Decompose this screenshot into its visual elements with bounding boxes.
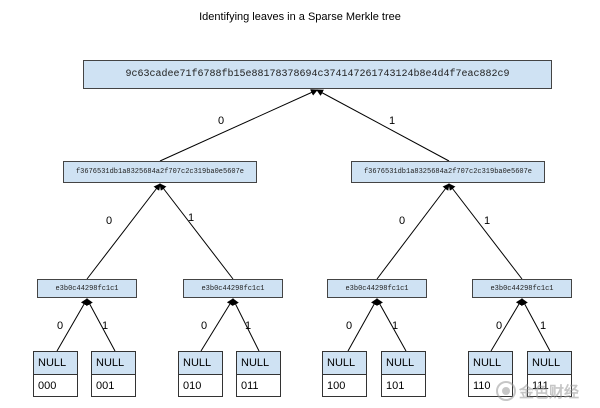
edge-label-root-right: 1 [389, 115, 396, 127]
edge-label-level1-0-left: 0 [106, 215, 113, 227]
leaf-value: NULL [92, 352, 135, 375]
leaf-010: NULL 010 [178, 351, 223, 397]
edge-level2-3-to-level1-1 [448, 183, 523, 280]
leaf-000: NULL 000 [33, 351, 78, 397]
leaf-path: 100 [323, 375, 366, 396]
leaf-path: 010 [179, 375, 222, 396]
diagram-title: Identifying leaves in a Sparse Merkle tr… [199, 11, 401, 23]
leaf-path: 000 [34, 375, 77, 396]
leaf-110: NULL 110 [468, 351, 513, 397]
leaf-001: NULL 001 [91, 351, 136, 397]
leaf-100: NULL 100 [322, 351, 367, 397]
edge-label-root-left: 0 [218, 115, 225, 127]
edge-label-level2-0-right: 1 [102, 320, 109, 332]
edge-label-level2-0-left: 0 [57, 320, 64, 332]
edge-label-level2-2-left: 0 [346, 320, 353, 332]
watermark: 金色财经 [496, 374, 600, 408]
leaf-value: NULL [34, 352, 77, 375]
edge-label-level1-0-right: 1 [188, 212, 195, 224]
leaf-value: NULL [237, 352, 280, 375]
leaf-path: 101 [382, 375, 425, 396]
leaf-011: NULL 011 [236, 351, 281, 397]
edge-leaf-5 [376, 298, 407, 352]
edge-leaf-6 [490, 298, 523, 352]
level2-node-2: e3b0c44298fc1c1 [327, 279, 427, 298]
edge-leaf-1 [86, 298, 116, 352]
level2-node-3: e3b0c44298fc1c1 [472, 279, 572, 298]
edge-label-level1-1-right: 1 [484, 215, 491, 227]
edge-label-level2-1-right: 1 [245, 320, 252, 332]
leaf-path: 001 [92, 375, 135, 396]
edge-level1-1-to-root [316, 89, 450, 162]
edge-label-level2-2-right: 1 [392, 320, 399, 332]
leaf-101: NULL 101 [381, 351, 426, 397]
edge-label-level2-3-left: 0 [496, 320, 503, 332]
edge-level2-2-to-level1-1 [376, 183, 450, 280]
level1-node-1: f3676531db1a8325684a2f707c2c319ba0e5607e [351, 161, 545, 183]
edge-leaf-2 [200, 298, 234, 352]
leaf-value: NULL [179, 352, 222, 375]
leaf-value: NULL [382, 352, 425, 375]
leaf-path: 011 [237, 375, 280, 396]
edge-leaf-7 [521, 298, 551, 352]
level2-node-1: e3b0c44298fc1c1 [183, 279, 283, 298]
edge-leaf-4 [347, 298, 378, 352]
leaf-path: 111 [528, 375, 571, 396]
level2-node-0: e3b0c44298fc1c1 [37, 279, 137, 298]
jinse-logo-icon [496, 381, 516, 401]
leaf-value: NULL [528, 352, 571, 375]
edge-level2-1-to-level1-0 [159, 183, 234, 280]
edge-label-level2-3-right: 1 [540, 320, 547, 332]
edge-leaf-3 [232, 298, 260, 352]
root-node: 9c63cadee71f6788fb15e88178378694c3741472… [83, 60, 552, 89]
edge-level1-0-to-root [159, 89, 318, 162]
leaf-111: NULL 111 [527, 351, 572, 397]
leaf-value: NULL [323, 352, 366, 375]
level1-node-0: f3676531db1a8325684a2f707c2c319ba0e5607e [63, 161, 257, 183]
leaf-value: NULL [469, 352, 512, 375]
edge-level2-0-to-level1-0 [86, 183, 161, 280]
edge-label-level2-1-left: 0 [201, 320, 208, 332]
edge-leaf-0 [56, 298, 88, 352]
watermark-text: 金色财经 [519, 382, 580, 401]
edge-label-level1-1-left: 0 [399, 215, 406, 227]
